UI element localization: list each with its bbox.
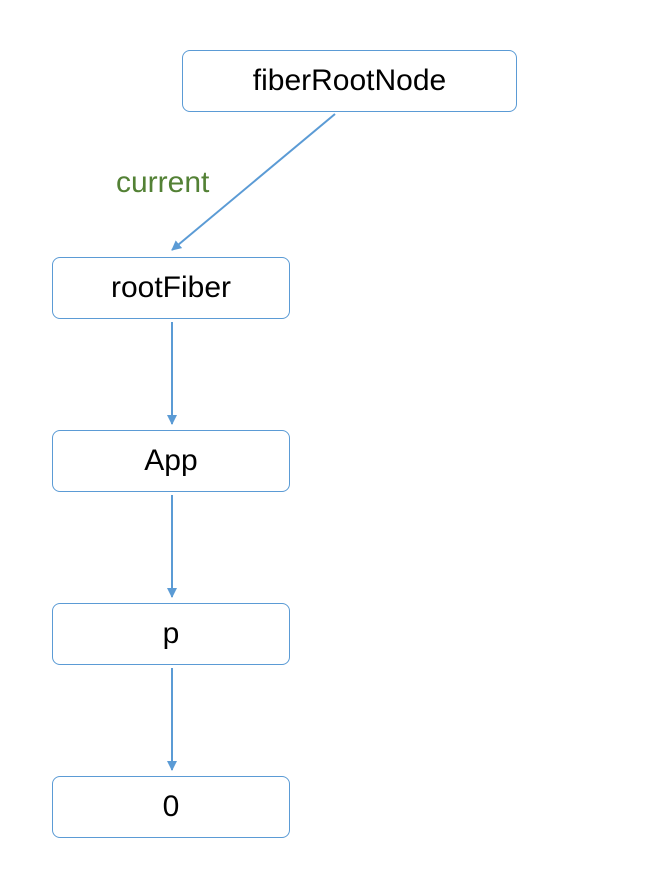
node-p-label: p: [162, 617, 180, 650]
node-text-zero-label: 0: [162, 790, 180, 823]
node-rootfiber: rootFiber: [52, 257, 290, 319]
node-fiberrootnode-label: fiberRootNode: [252, 64, 447, 97]
node-p: p: [52, 603, 290, 665]
edge-fiberrootnode-to-rootfiber: [171, 113, 336, 251]
node-app: App: [52, 430, 290, 492]
node-fiberrootnode: fiberRootNode: [182, 50, 517, 112]
edge-label-current: current: [116, 166, 210, 199]
node-app-label: App: [144, 444, 198, 477]
node-text-zero: 0: [52, 776, 290, 838]
node-rootfiber-label: rootFiber: [110, 271, 232, 304]
